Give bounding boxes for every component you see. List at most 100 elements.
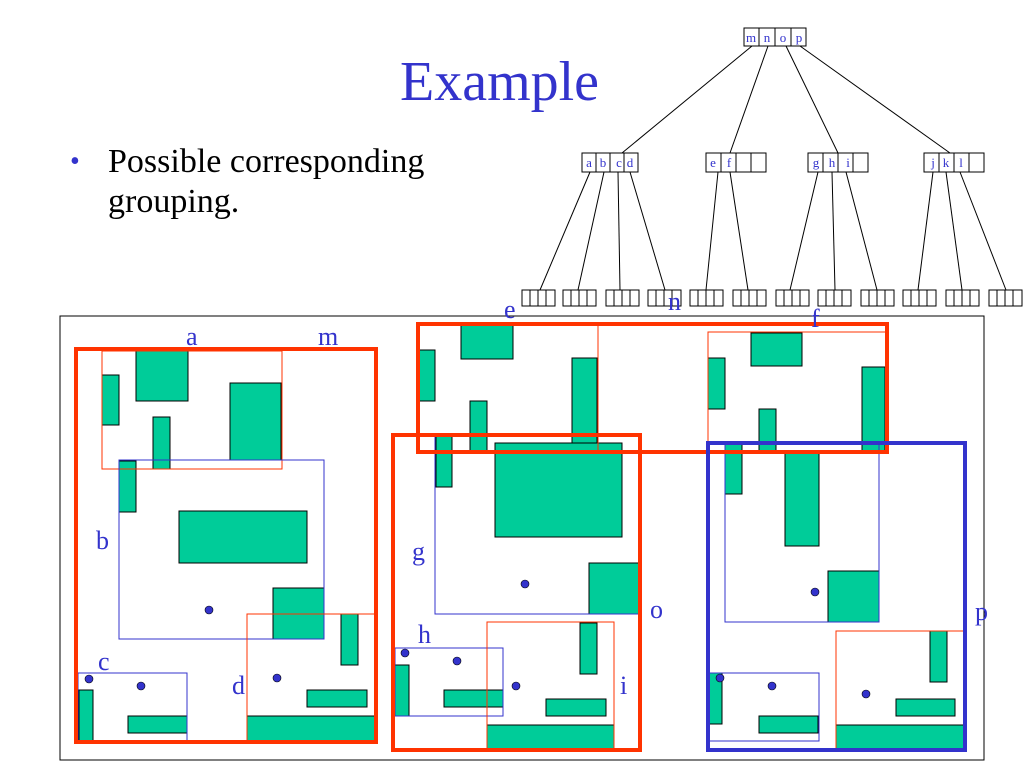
tree-edge <box>945 171 963 291</box>
leaf-node <box>732 289 767 307</box>
tree-edge <box>705 171 719 291</box>
tree-edge <box>729 171 749 291</box>
data-object <box>784 451 820 547</box>
data-object <box>827 570 880 623</box>
node-entry: i <box>846 155 850 170</box>
label-n: n <box>668 287 681 316</box>
label-p: p <box>975 597 988 626</box>
leaf-node <box>562 289 597 307</box>
label-e: e <box>504 295 516 324</box>
node-entry: f <box>727 155 732 170</box>
data-object <box>486 724 615 750</box>
data-object <box>246 715 376 742</box>
data-object <box>494 442 623 538</box>
point-object <box>452 656 462 666</box>
node-entry: e <box>710 155 716 170</box>
label-o: o <box>650 595 663 624</box>
data-object <box>707 357 726 410</box>
node-entry: j <box>930 155 935 170</box>
region-labels: a m b c d e n f g h i o p <box>96 287 988 700</box>
data-object <box>78 689 94 742</box>
leaf-node <box>775 289 810 307</box>
label-g: g <box>412 537 425 566</box>
leaf-node <box>817 289 852 307</box>
data-object <box>545 698 607 717</box>
level1-node-ghi: g h i <box>807 152 869 173</box>
data-object <box>152 416 171 470</box>
node-entry: a <box>586 155 592 170</box>
data-object <box>435 435 453 488</box>
mbr-m <box>74 347 378 744</box>
tree-edge <box>917 171 934 291</box>
tree-edge <box>621 45 753 154</box>
tree-edge <box>539 171 591 291</box>
label-a: a <box>186 322 198 351</box>
tree-edge <box>789 171 819 291</box>
data-object <box>443 689 504 708</box>
data-object <box>929 630 948 683</box>
leaf-nodes <box>521 289 1023 307</box>
data-object <box>127 715 188 734</box>
level1-node-jkl: j k l <box>923 152 985 173</box>
point-object <box>861 689 871 699</box>
data-object <box>758 408 777 453</box>
tree-edge <box>959 171 1007 291</box>
node-entry: c <box>616 155 622 170</box>
leaf-node <box>521 289 556 307</box>
bullet-dot-icon: • <box>70 146 80 177</box>
data-object <box>895 698 956 717</box>
data-object <box>340 613 359 666</box>
tree-edge <box>799 45 951 154</box>
data-object <box>835 724 965 750</box>
node-entry: b <box>600 155 607 170</box>
root-node: m n o p <box>743 27 807 47</box>
data-object <box>588 562 641 615</box>
node-entry: l <box>959 155 963 170</box>
label-m: m <box>318 322 338 351</box>
root-entry: p <box>796 30 803 45</box>
tree-edge <box>729 45 769 154</box>
node-mbrs <box>74 322 967 752</box>
leaf-node <box>945 289 980 307</box>
point-object <box>84 674 94 684</box>
data-object <box>758 715 819 734</box>
point-objects <box>84 579 871 699</box>
data-object <box>229 382 282 461</box>
tree-edge <box>577 171 605 291</box>
leaf-node <box>860 289 895 307</box>
mbr-b <box>118 459 325 640</box>
root-entry: o <box>780 30 787 45</box>
point-object <box>136 681 146 691</box>
tree-edge <box>845 171 878 291</box>
point-object <box>204 605 214 615</box>
tree-edge <box>617 171 621 291</box>
data-object <box>579 622 598 675</box>
leaf-node <box>605 289 640 307</box>
data-object <box>750 332 803 367</box>
label-f: f <box>811 304 820 333</box>
point-object <box>767 681 777 691</box>
leaf-node <box>902 289 937 307</box>
leaf-node <box>689 289 724 307</box>
leaf-node <box>647 289 682 307</box>
data-object <box>135 350 189 402</box>
bullet-text: Possible corresponding grouping. <box>108 143 425 220</box>
slide-title: Example <box>400 51 600 113</box>
root-entry: n <box>764 30 771 45</box>
label-h: h <box>418 620 431 649</box>
data-object <box>469 400 488 453</box>
root-entry: m <box>746 30 756 45</box>
point-object <box>810 587 820 597</box>
data-object <box>571 357 598 453</box>
data-object <box>418 349 436 402</box>
point-object <box>272 673 282 683</box>
data-object <box>460 324 514 360</box>
node-entry: g <box>813 155 820 170</box>
point-object <box>715 673 725 683</box>
mbr-n <box>416 322 889 454</box>
data-object <box>394 664 410 717</box>
point-object <box>511 681 521 691</box>
tree-edges <box>539 45 1007 291</box>
level1-node-abcd: a b c d <box>581 152 639 173</box>
